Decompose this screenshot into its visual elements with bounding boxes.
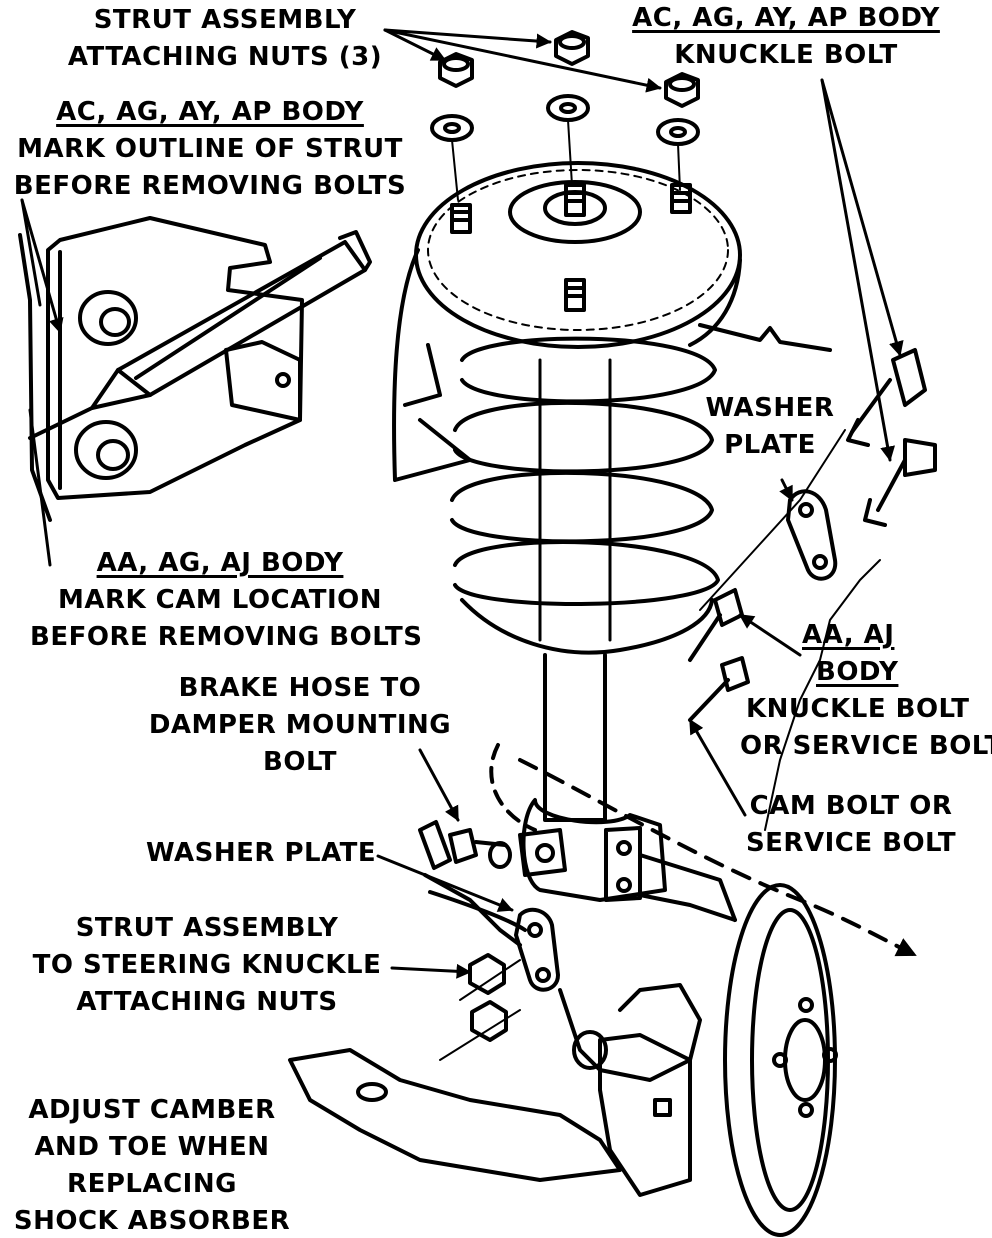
- label-line: SERVICE BOLT: [745, 828, 957, 858]
- label-line: BRAKE HOSE TO: [178, 673, 422, 703]
- label-knuckle-bolt-ac-ag-ay-ap: AC, AG, AY, AP BODY KNUCKLE BOLT: [612, 0, 960, 74]
- label-line: SHOCK ABSORBER: [13, 1206, 291, 1236]
- label-line: AC, AG, AY, AP BODY: [56, 97, 364, 127]
- label-line: ATTACHING NUTS (3): [67, 42, 383, 72]
- label-line: OR SERVICE BOLT: [740, 731, 992, 761]
- label-mark-outline-of-strut: AC, AG, AY, AP BODY MARK OUTLINE OF STRU…: [10, 94, 410, 205]
- label-brake-hose-bolt: BRAKE HOSE TO DAMPER MOUNTING BOLT: [130, 670, 470, 781]
- label-washer-plate-left: WASHER PLATE: [146, 835, 376, 872]
- label-line: AA, AJ: [802, 620, 895, 650]
- washer-plate-parts: [514, 489, 838, 992]
- label-line: REPLACING: [67, 1169, 237, 1199]
- upper-mount: [392, 161, 832, 482]
- label-cam-bolt: CAM BOLT OR SERVICE BOLT: [740, 788, 962, 862]
- label-washer-plate-right: WASHER PLATE: [700, 390, 840, 464]
- swing-path: [518, 758, 917, 957]
- label-line: MARK OUTLINE OF STRUT: [17, 134, 403, 164]
- label-line: AND TOE WHEN: [34, 1132, 270, 1162]
- label-adjust-camber-and-toe: ADJUST CAMBER AND TOE WHEN REPLACING SHO…: [2, 1092, 302, 1238]
- label-line: CAM BOLT OR: [749, 791, 953, 821]
- knuckle-bolts: [688, 348, 937, 831]
- strut-nuts: [430, 30, 700, 201]
- label-line: BEFORE REMOVING BOLTS: [30, 622, 423, 652]
- label-line: STRUT ASSEMBLY: [93, 5, 357, 35]
- label-line: DAMPER MOUNTING: [148, 710, 452, 740]
- strut-body: [489, 653, 667, 902]
- label-line: MARK CAM LOCATION: [57, 585, 383, 615]
- label-line: BOLT: [263, 747, 337, 777]
- label-line: AC, AG, AY, AP BODY: [632, 3, 940, 33]
- coil-spring: [450, 336, 720, 655]
- knuckle-and-rotor: [288, 853, 838, 1237]
- label-line: TO STEERING KNUCKLE: [32, 950, 382, 980]
- label-line: PLATE: [724, 430, 816, 460]
- label-line: BEFORE REMOVING BOLTS: [13, 171, 407, 201]
- label-strut-to-steering-knuckle-nuts: STRUT ASSEMBLY TO STEERING KNUCKLE ATTAC…: [22, 910, 392, 1021]
- label-line: STRUT ASSEMBLY: [75, 913, 339, 943]
- label-line: BODY: [816, 657, 899, 687]
- brake-hose-bolt: [418, 820, 512, 870]
- label-strut-assembly-attaching-nuts: STRUT ASSEMBLY ATTACHING NUTS (3): [60, 2, 390, 76]
- label-line: WASHER: [705, 393, 835, 423]
- label-line: KNUCKLE BOLT: [746, 694, 970, 724]
- label-aa-aj-body-knuckle-bolt: AA, AJ BODY KNUCKLE BOLT OR SERVICE BOLT: [740, 617, 992, 765]
- label-line: WASHER PLATE: [146, 838, 377, 868]
- label-line: ADJUST CAMBER: [28, 1095, 276, 1125]
- label-mark-cam-location: AA, AG, AJ BODY MARK CAM LOCATION BEFORE…: [30, 545, 423, 656]
- label-line: ATTACHING NUTS: [76, 987, 338, 1017]
- leader-lines: [20, 28, 904, 979]
- label-line: AA, AG, AJ BODY: [96, 548, 344, 578]
- inset-bracket: [18, 216, 372, 522]
- label-line: KNUCKLE BOLT: [674, 40, 898, 70]
